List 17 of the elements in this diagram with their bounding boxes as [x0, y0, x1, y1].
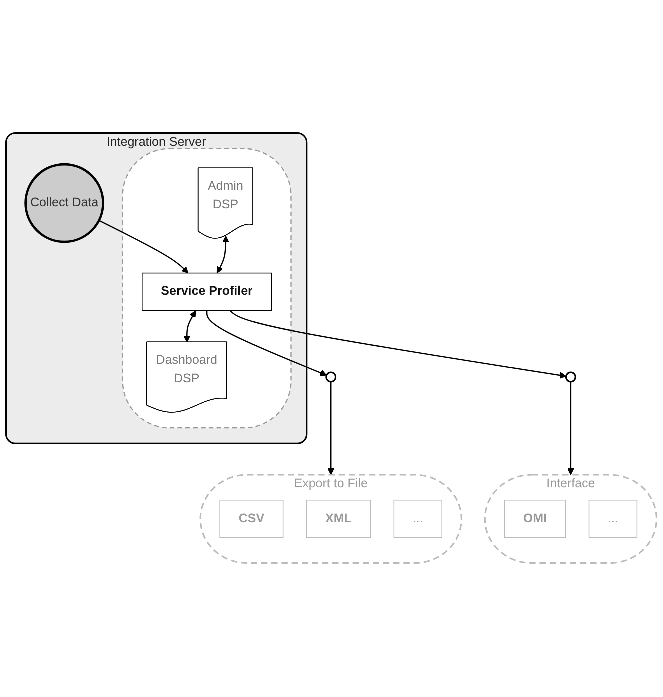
node-circle	[565, 372, 576, 383]
node-box: XML	[306, 500, 372, 538]
node-box: ...	[394, 500, 442, 538]
arrow	[230, 310, 567, 380]
arrow	[206, 311, 328, 377]
node-box: OMI	[504, 500, 566, 538]
node-box: Service Profiler	[142, 273, 272, 312]
arrow	[328, 382, 335, 476]
arrow	[216, 236, 230, 274]
arrow	[98, 220, 189, 274]
node-circle	[326, 372, 337, 383]
arrow	[184, 311, 196, 344]
node-box: ...	[588, 500, 638, 538]
cluster	[122, 148, 292, 429]
node-circle: Collect Data	[24, 164, 104, 244]
node-box: CSV	[220, 500, 284, 538]
arrow	[568, 382, 574, 476]
